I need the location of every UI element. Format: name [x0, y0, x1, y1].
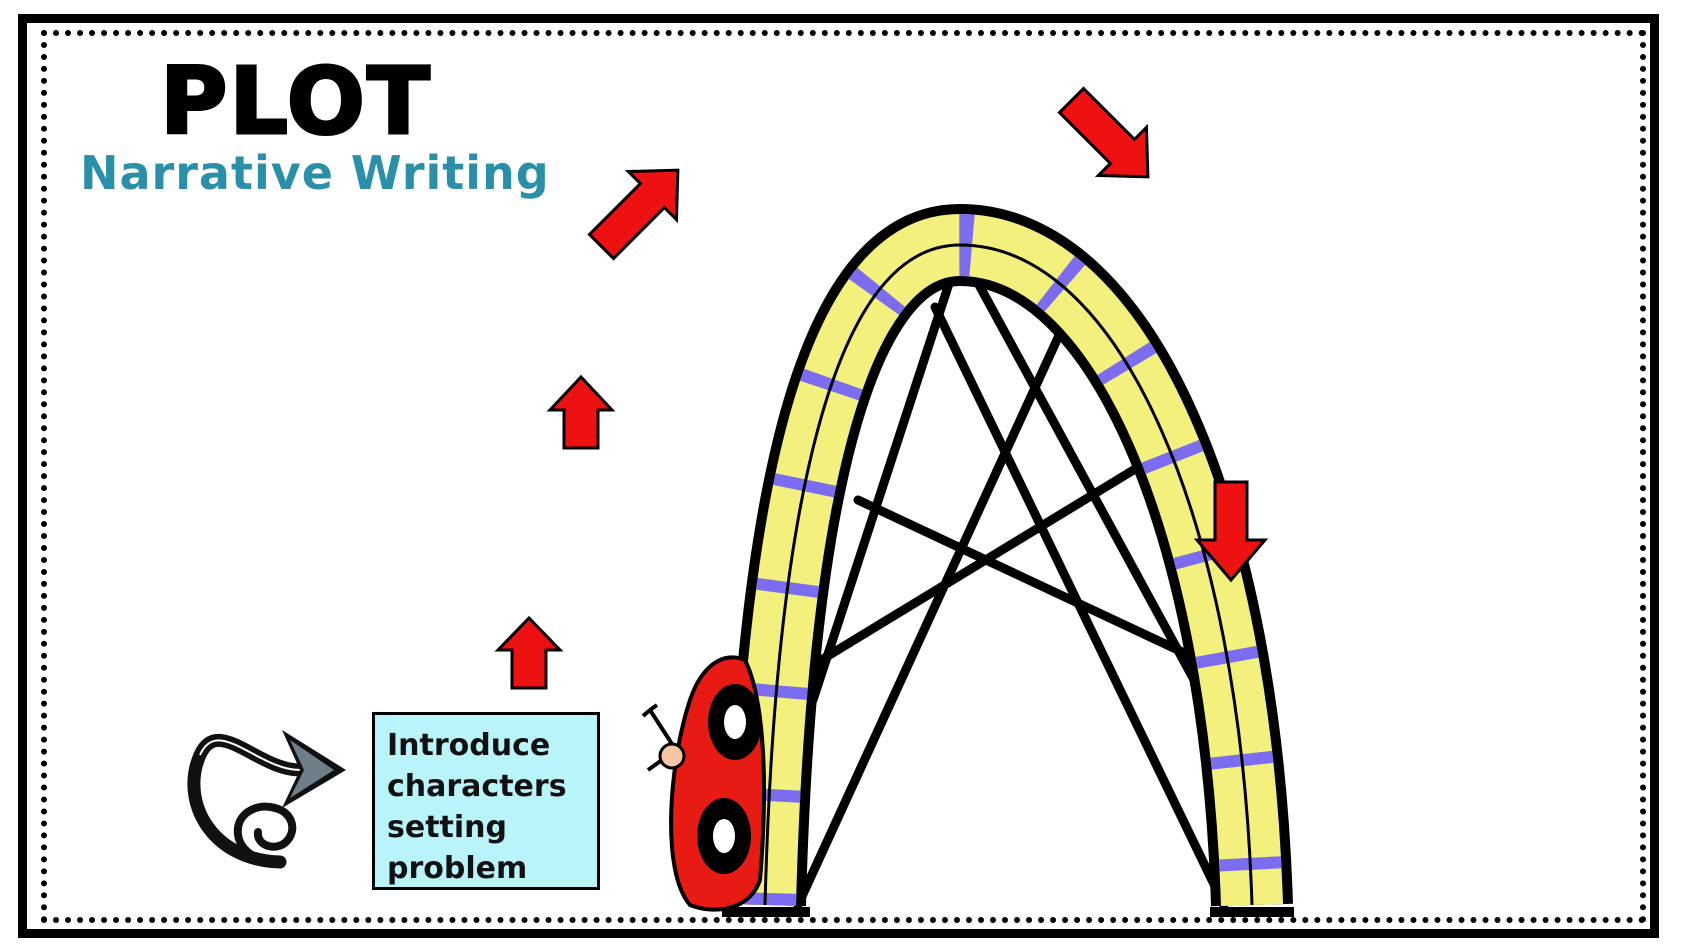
red-arrow-icon — [1057, 86, 1150, 179]
stage-line: setting — [387, 810, 507, 845]
rollercoaster-icon — [722, 204, 1294, 917]
slide-subtitle: Narrative Writing — [80, 146, 550, 200]
stage-line: problem — [387, 851, 528, 886]
red-arrow-icon — [587, 168, 680, 261]
red-arrow-icon — [546, 374, 616, 450]
red-arrow-icon — [1193, 480, 1269, 583]
stage-line: Introduce — [387, 728, 551, 763]
red-arrow-icon — [494, 615, 564, 690]
dotted-border — [41, 30, 1646, 923]
stage-line: characters — [387, 769, 567, 804]
spiral-arrow-icon — [187, 730, 346, 869]
slide-title: PLOT — [159, 48, 432, 155]
stage-textbox-exposition: Introduce characters setting problem — [372, 712, 600, 890]
coaster-car-icon — [641, 655, 767, 912]
